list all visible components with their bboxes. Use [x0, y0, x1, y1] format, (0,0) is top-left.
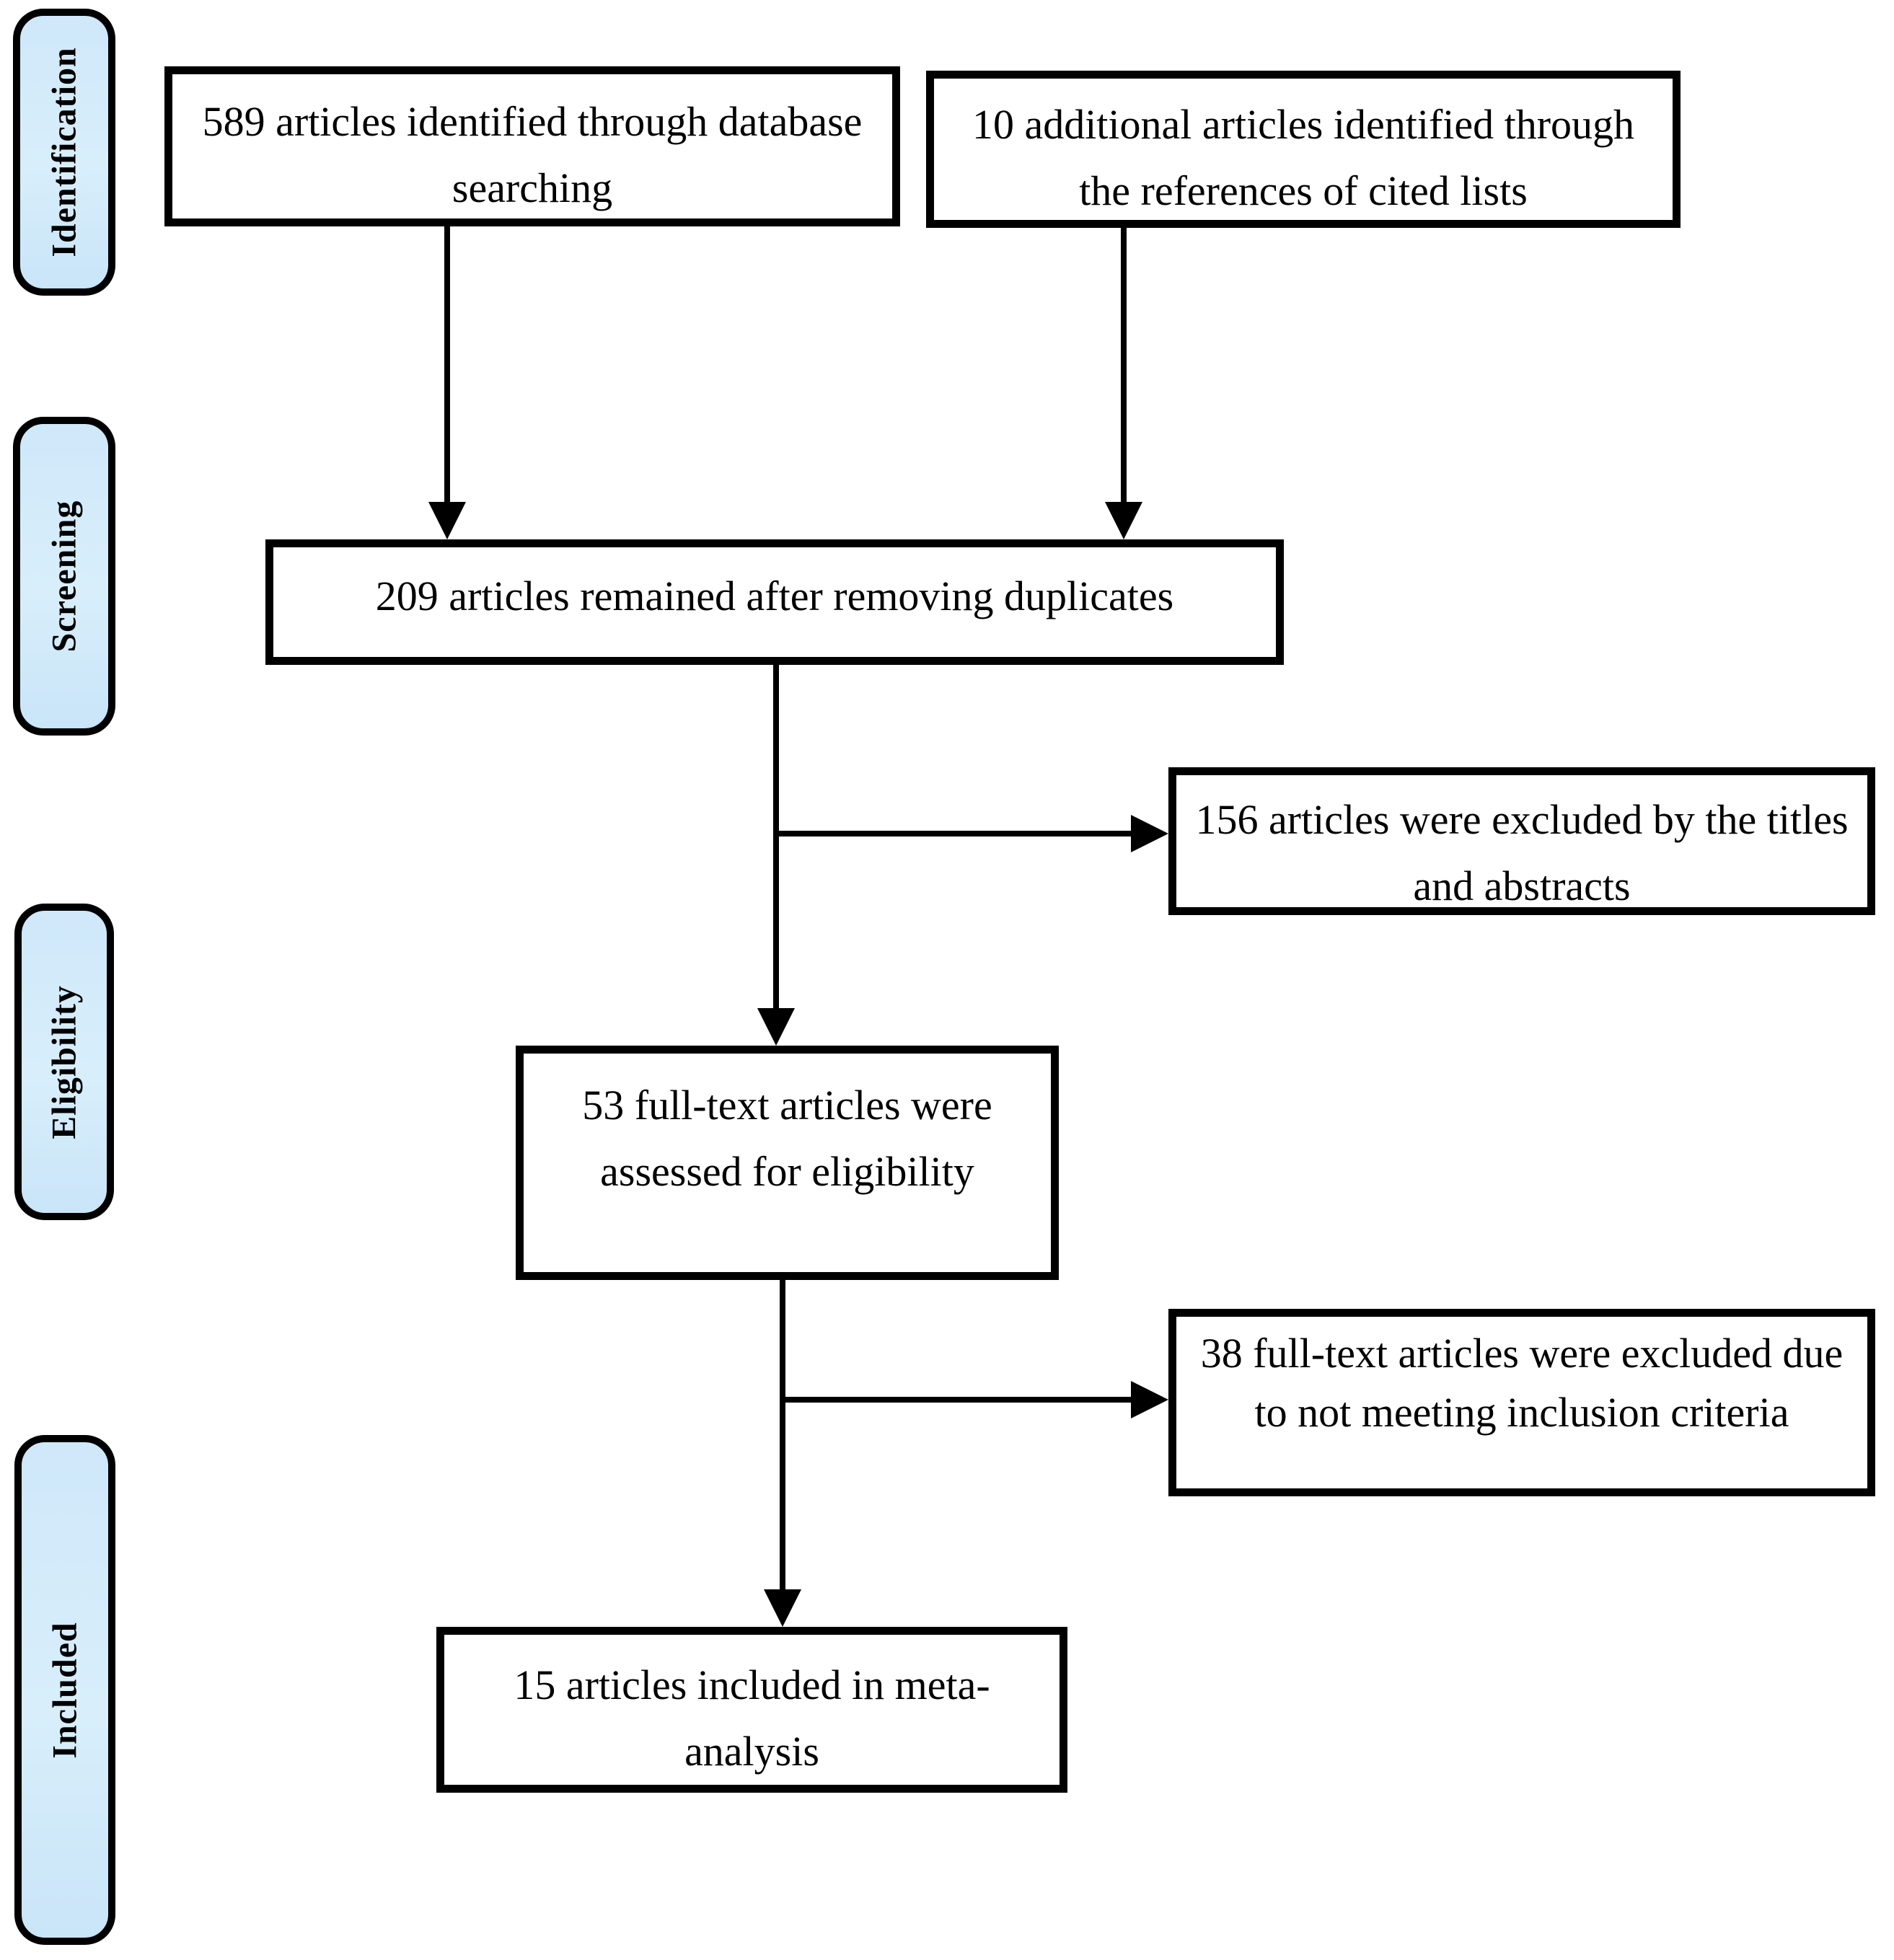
- arrow-branch-titles-abstracts-line: [773, 831, 1131, 836]
- stage-label-identification-text: Identification: [45, 47, 84, 257]
- arrow-branch-inclusion-criteria-line: [780, 1397, 1131, 1403]
- stage-label-screening: Screening: [13, 417, 115, 736]
- stage-label-included: Included: [14, 1435, 115, 1945]
- box-additional-references: 10 additional articles identified throug…: [926, 71, 1681, 228]
- stage-label-identification: Identification: [13, 9, 115, 296]
- box-after-duplicates-text: 209 articles remained after removing dup…: [375, 573, 1174, 619]
- arrow-assessed-to-included-line: [780, 1279, 785, 1589]
- arrow-database-to-duplicates-line: [444, 225, 450, 502]
- arrow-assessed-to-included-head: [764, 1589, 801, 1627]
- stage-label-included-text: Included: [45, 1621, 84, 1759]
- box-database-search: 589 articles identified through database…: [164, 66, 900, 226]
- box-included-meta-analysis-text: 15 articles included in meta-analysis: [514, 1661, 990, 1775]
- box-database-search-text: 589 articles identified through database…: [202, 98, 863, 211]
- stage-label-eligibility: Eligibility: [14, 904, 114, 1220]
- box-fulltext-excluded: 38 full-text articles were excluded due …: [1168, 1309, 1875, 1496]
- arrow-references-to-duplicates-line: [1121, 226, 1127, 502]
- arrow-branch-titles-abstracts-head: [1131, 815, 1168, 852]
- box-excluded-titles-abstracts-text: 156 articles were excluded by the titles…: [1195, 796, 1849, 909]
- box-excluded-titles-abstracts: 156 articles were excluded by the titles…: [1168, 767, 1875, 915]
- box-included-meta-analysis: 15 articles included in meta-analysis: [436, 1627, 1067, 1793]
- arrow-database-to-duplicates-head: [428, 502, 466, 539]
- box-fulltext-assessed-text: 53 full-text articles were assessed for …: [582, 1082, 992, 1195]
- stage-label-eligibility-text: Eligibility: [45, 984, 84, 1139]
- stage-label-screening-text: Screening: [45, 500, 84, 653]
- box-after-duplicates: 209 articles remained after removing dup…: [265, 539, 1284, 665]
- box-fulltext-assessed: 53 full-text articles were assessed for …: [516, 1046, 1059, 1280]
- box-additional-references-text: 10 additional articles identified throug…: [972, 101, 1635, 214]
- arrow-branch-inclusion-criteria-head: [1131, 1381, 1168, 1418]
- arrow-duplicates-to-assessed-head: [757, 1008, 795, 1046]
- box-fulltext-excluded-text: 38 full-text articles were excluded due …: [1200, 1330, 1844, 1436]
- arrow-references-to-duplicates-head: [1105, 502, 1142, 539]
